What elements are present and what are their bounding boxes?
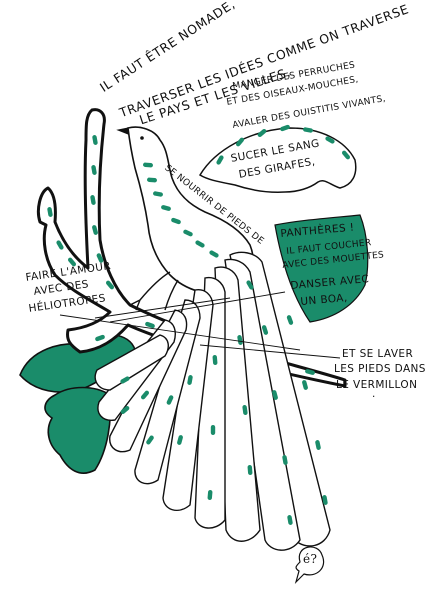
legs — [129, 271, 179, 311]
green-patch — [274, 214, 369, 323]
poem-line-19: LES PIEDS DANS — [334, 363, 425, 375]
upper-wing — [198, 127, 357, 193]
speech-bubble-text: é? — [303, 552, 318, 566]
poem-line-18: ET SE LAVER — [342, 348, 414, 360]
tail-fan — [94, 251, 331, 551]
eye — [140, 136, 144, 140]
poem-line-21: . — [372, 388, 376, 400]
pointer-lines — [59, 291, 341, 359]
speech-bubble-outline — [294, 546, 325, 585]
poem-line-20: LE VERMILLON — [336, 379, 418, 391]
branch — [36, 108, 347, 388]
beak — [116, 127, 129, 135]
